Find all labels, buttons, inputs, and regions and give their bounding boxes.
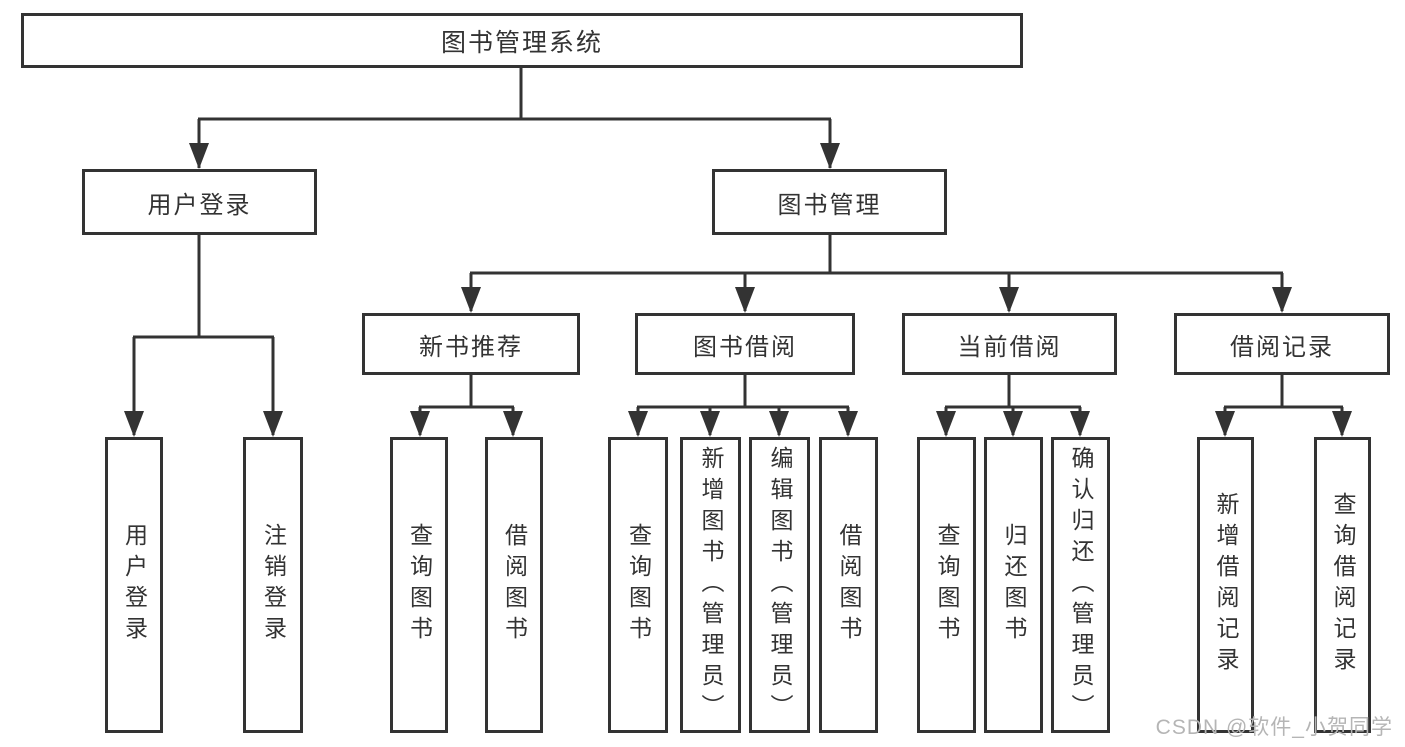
leaf-borrow-books-recommend: 借阅图书 <box>485 437 543 733</box>
leaf-label: 新增图书（管理员） <box>698 445 724 725</box>
connector-user-login-to-leaves <box>132 235 275 435</box>
node-user-login: 用户登录 <box>82 169 317 235</box>
leaf-label: 确认归还（管理员） <box>1068 445 1094 725</box>
connector-new-book-recommend-to-leaves <box>418 375 515 435</box>
leaf-label: 编辑图书（管理员） <box>767 445 793 725</box>
leaf-label: 新增借阅记录 <box>1213 492 1239 678</box>
leaf-confirm-return-admin: 确认归还（管理员） <box>1051 437 1110 733</box>
leaf-edit-book-admin: 编辑图书（管理员） <box>749 437 810 733</box>
leaf-query-books-borrowing: 查询图书 <box>608 437 668 733</box>
node-new-book-recommend: 新书推荐 <box>362 313 580 375</box>
leaf-query-books-current: 查询图书 <box>917 437 976 733</box>
leaf-label: 借阅图书 <box>501 523 528 647</box>
node-book-management: 图书管理 <box>712 169 947 235</box>
leaf-logout: 注销登录 <box>243 437 303 733</box>
connector-borrowing-records-to-leaves <box>1223 375 1344 435</box>
node-book-borrowing: 图书借阅 <box>635 313 855 375</box>
arrowhead-icons <box>124 143 1352 437</box>
leaf-label: 查询图书 <box>406 523 433 647</box>
leaf-label: 查询图书 <box>625 523 652 647</box>
connector-root-to-level2 <box>197 68 832 168</box>
connector-book-management-to-level3 <box>469 235 1284 311</box>
leaf-add-borrow-record: 新增借阅记录 <box>1197 437 1254 733</box>
leaf-borrow-books-borrowing: 借阅图书 <box>819 437 878 733</box>
leaf-label: 注销登录 <box>260 523 287 647</box>
leaf-label: 查询借阅记录 <box>1330 492 1356 678</box>
leaf-label: 借阅图书 <box>836 523 862 647</box>
leaf-query-books-recommend: 查询图书 <box>390 437 448 733</box>
watermark: CSDN @软件_小贺同学 <box>1155 716 1393 739</box>
leaf-return-book: 归还图书 <box>984 437 1043 733</box>
leaf-add-book-admin: 新增图书（管理员） <box>680 437 741 733</box>
node-current-borrowing: 当前借阅 <box>902 313 1117 375</box>
leaf-user-login: 用户登录 <box>105 437 163 733</box>
leaf-label: 查询图书 <box>934 523 960 647</box>
node-borrowing-records: 借阅记录 <box>1174 313 1390 375</box>
node-root: 图书管理系统 <box>21 13 1023 68</box>
connector-book-borrowing-to-leaves <box>636 375 850 435</box>
leaf-query-borrow-record: 查询借阅记录 <box>1314 437 1371 733</box>
leaf-label: 归还图书 <box>1001 523 1027 647</box>
leaf-label: 用户登录 <box>121 523 148 647</box>
